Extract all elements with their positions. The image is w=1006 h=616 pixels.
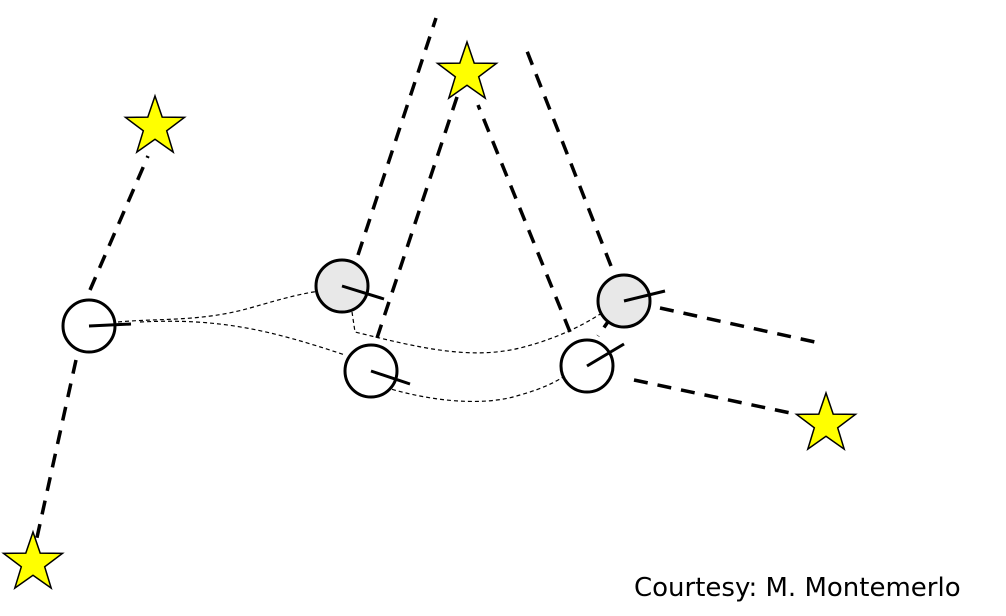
observation-line [523, 45, 613, 267]
landmarks [2, 41, 857, 589]
trajectory-upper-branch [351, 305, 613, 354]
star-icon [795, 392, 857, 450]
observation-line [375, 93, 460, 339]
observation-line [34, 359, 78, 543]
heading-line [586, 342, 625, 368]
trajectory-lower-branch [371, 371, 571, 402]
observation-lines [34, 17, 816, 543]
observation-line [356, 17, 438, 256]
observation-line [633, 378, 796, 416]
heading-line [88, 322, 132, 328]
heading-line [341, 284, 385, 301]
trajectories [117, 289, 613, 402]
pose-node-alt-1 [314, 258, 385, 314]
observation-line [88, 155, 150, 291]
pose-node-1 [343, 343, 411, 399]
observation-line [476, 104, 572, 333]
star-icon [2, 531, 64, 589]
heading-line [370, 369, 411, 386]
star-icon [124, 95, 186, 153]
heading-line [623, 289, 666, 303]
star-icon [436, 41, 498, 99]
observation-line [659, 306, 816, 344]
pose-node-alt-2 [596, 273, 666, 329]
courtesy-caption: Courtesy: M. Montemerlo [634, 573, 961, 603]
trajectory-upper [117, 289, 331, 323]
pose-nodes [61, 258, 666, 399]
pose-node-start [61, 298, 132, 354]
pose-node-2 [559, 338, 625, 394]
trajectory-lower [139, 320, 346, 356]
